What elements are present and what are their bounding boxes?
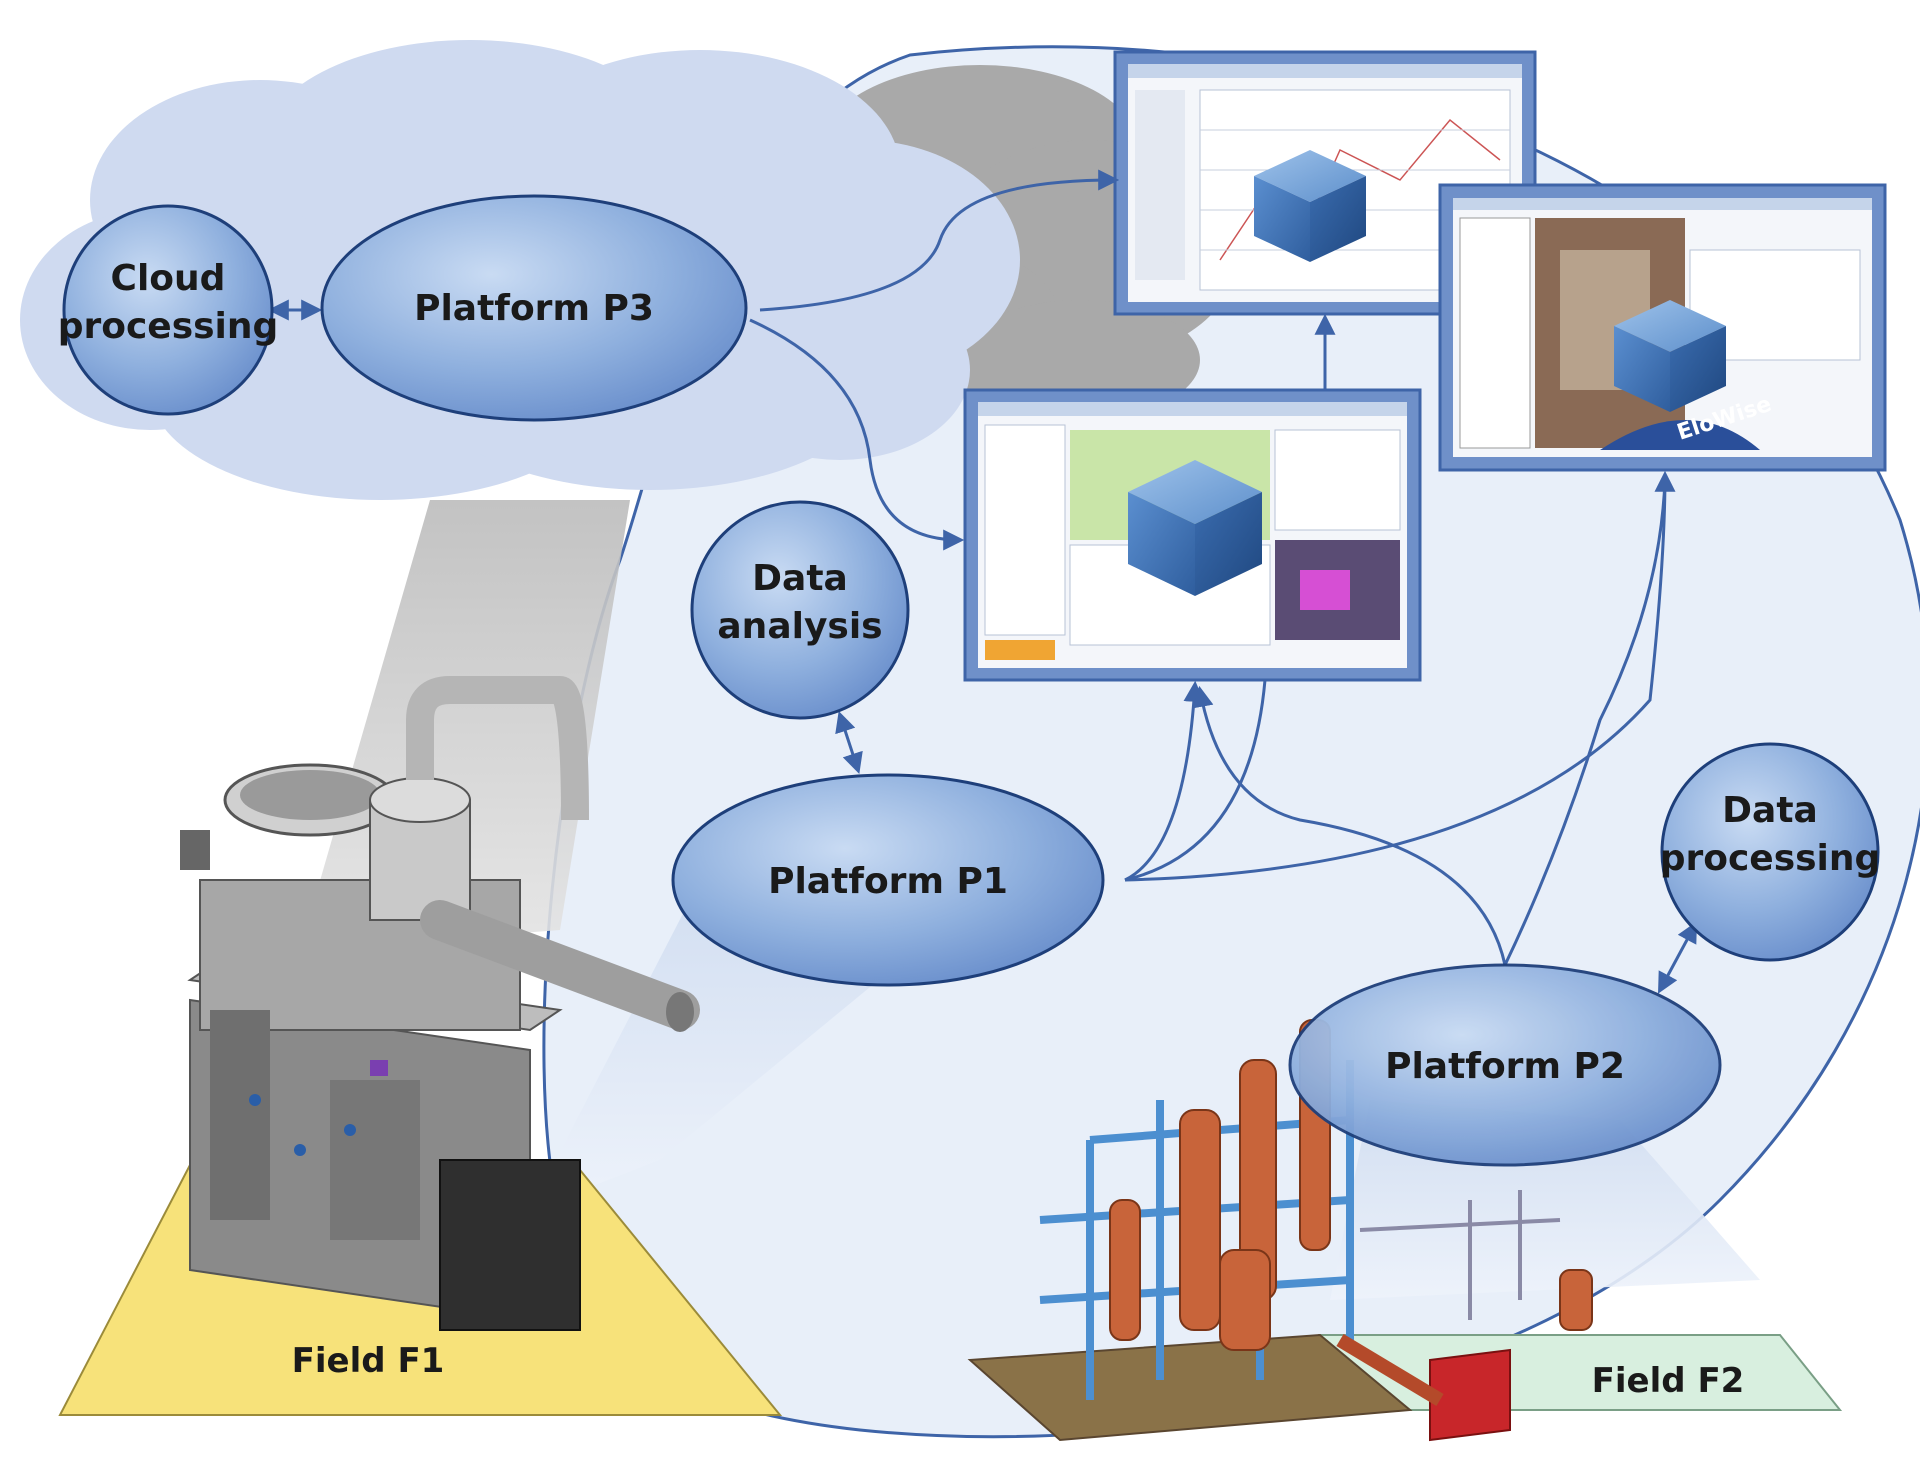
data-processing-label-line2: processing bbox=[1660, 838, 1881, 879]
cube-icon bbox=[1614, 300, 1726, 412]
cube-icon bbox=[1128, 460, 1262, 596]
node-platform-p3: Platform P3 bbox=[320, 194, 748, 422]
data-analysis-label-line2: analysis bbox=[717, 606, 882, 647]
connectors bbox=[267, 169, 1697, 994]
cube-icon bbox=[1254, 150, 1366, 262]
node-platform-p1: Platform P1 bbox=[671, 773, 1105, 987]
node-data-analysis: Data analysis bbox=[690, 500, 910, 720]
field-f1-label: Field F1 bbox=[292, 1341, 445, 1381]
node-cloud-processing: Cloud processing bbox=[58, 204, 279, 416]
cloud-processing-label-line1: Cloud bbox=[111, 258, 226, 299]
platform-p2-label: Platform P2 bbox=[1385, 1046, 1625, 1087]
platform-p1-label: Platform P1 bbox=[768, 861, 1008, 902]
data-analysis-label-line1: Data bbox=[752, 558, 848, 599]
node-data-processing: Data processing bbox=[1660, 742, 1881, 962]
field-f2-label: Field F2 bbox=[1592, 1361, 1745, 1401]
data-processing-label-line1: Data bbox=[1722, 790, 1818, 831]
plant-machine-f1 bbox=[180, 676, 700, 1331]
node-platform-p2: Platform P2 bbox=[1288, 963, 1722, 1167]
plant-structure-f2 bbox=[967, 1019, 1593, 1442]
platform-p3-label: Platform P3 bbox=[414, 288, 654, 329]
cloud-processing-label-line2: processing bbox=[58, 306, 279, 347]
